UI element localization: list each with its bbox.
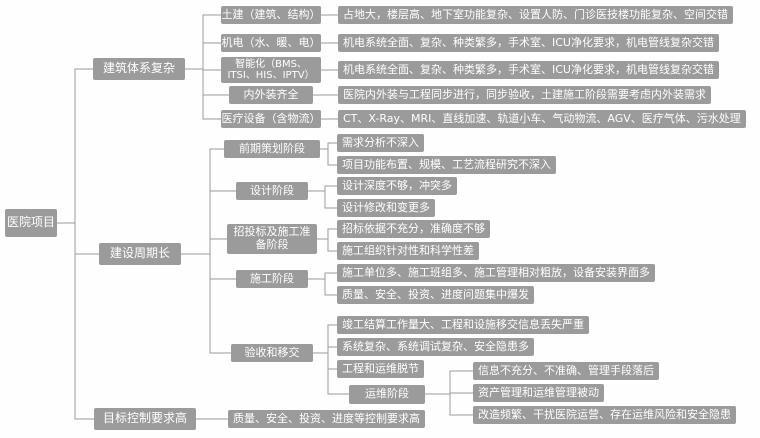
issue-bidding-1: 施工组织针对性和科学性差	[337, 242, 479, 260]
stage-construction: 施工阶段	[236, 270, 308, 288]
node-mep: 机电（水、暖、电）	[221, 34, 321, 52]
node-intelligent-systems: 智能化（BMS、ITSI、HIS、IPTV）	[221, 57, 321, 83]
issue-operation-1: 资产管理和运维管理被动	[473, 384, 604, 402]
detail-decoration: 医院内外装与工程同步进行，同步验收，土建施工阶段需要考虑内外装需求	[338, 86, 711, 104]
branch-building-system: 建筑体系复杂	[93, 58, 185, 80]
stage-design: 设计阶段	[236, 182, 308, 200]
issue-planning-1: 项目功能布置、规模、工艺流程研究不深入	[337, 156, 556, 174]
detail-target-control: 质量、安全、投资、进度等控制要求高	[228, 410, 425, 428]
issue-bidding-0: 招标依据不充分，准确度不够	[337, 220, 490, 238]
issue-operation-2: 改造频繁、干扰医院运营、存在运维风险和安全隐患	[473, 406, 736, 424]
node-civil-works: 土建（建筑、结构）	[221, 6, 321, 24]
issue-handover-2: 工程和运维脱节	[337, 360, 424, 378]
node-decoration: 内外装齐全	[229, 86, 313, 104]
detail-civil-works: 占地大，楼层高、地下室功能复杂、设置人防、门诊医技楼功能复杂、空间交错	[338, 6, 733, 24]
node-medical-equipment: 医疗设备（含物流）	[221, 110, 321, 128]
issue-handover-0: 竣工结算工作量大、工程和设施移交信息丢失严重	[337, 316, 589, 334]
issue-design-1: 设计修改和变更多	[337, 199, 435, 217]
stage-handover: 验收和移交	[231, 344, 313, 362]
branch-target-control: 目标控制要求高	[94, 408, 196, 430]
branch-construction-period: 建设周期长	[99, 243, 181, 265]
detail-medical-equipment: CT、X-Ray、MRI、直线加速、轨道小车、气动物流、AGV、医疗气体、污水处…	[338, 110, 746, 128]
stage-bidding: 招投标及施工准备阶段	[227, 224, 317, 254]
stage-operation: 运维阶段	[349, 385, 425, 404]
issue-handover-1: 系统复杂、系统调试复杂、安全隐患多	[337, 338, 534, 356]
node-root: 医院项目	[5, 209, 57, 237]
detail-mep: 机电系统全面、复杂、种类繁多，手术室、ICU净化要求，机电管线复杂交错	[338, 34, 719, 52]
issue-planning-0: 需求分析不深入	[337, 134, 424, 152]
detail-intelligent-systems: 机电系统全面、复杂、种类繁多，手术室、ICU净化要求，机电管线复杂交错	[338, 61, 719, 79]
issue-design-0: 设计深度不够，冲突多	[337, 177, 457, 195]
stage-planning: 前期策划阶段	[224, 140, 320, 158]
issue-operation-0: 信息不充分、不准确、管理手段落后	[473, 362, 659, 380]
issue-construction-1: 质量、安全、投资、进度问题集中爆发	[337, 286, 534, 304]
issue-construction-0: 施工单位多、施工班组多、施工管理相对粗放，设备安装界面多	[337, 264, 655, 282]
